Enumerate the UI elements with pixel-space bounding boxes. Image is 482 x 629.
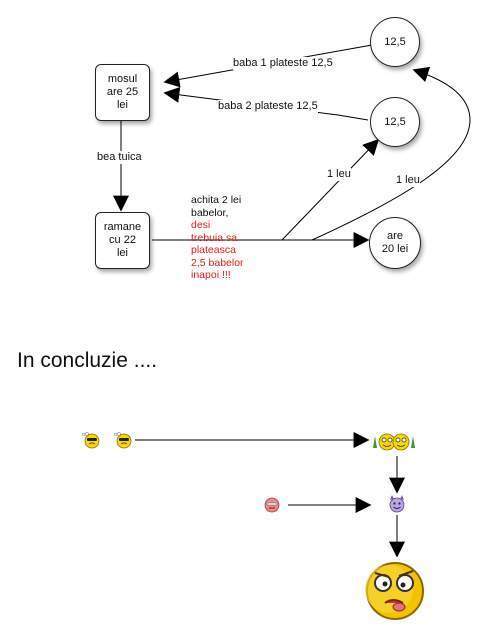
svg-text:oO: oO bbox=[114, 432, 121, 438]
sleeping-face-icon: oO bbox=[82, 432, 100, 449]
box-ramane-line2: cu 22 bbox=[109, 234, 136, 246]
label-bea-tuica: bea tuica bbox=[97, 151, 142, 164]
box-ramane-line3: lei bbox=[116, 247, 128, 259]
label-baba1: baba 1 plateste 12,5 bbox=[233, 57, 333, 70]
box-ramane: ramane cu 22 lei bbox=[95, 212, 150, 269]
note-red-line3: plateasca bbox=[191, 244, 236, 256]
box-mosul-line1: mosul bbox=[107, 73, 138, 85]
circle-are-line2: 20 lei bbox=[381, 243, 409, 255]
circle-top: 12,5 bbox=[370, 17, 420, 67]
edge-leu-2 bbox=[311, 66, 471, 241]
drunk-faces-icon bbox=[373, 433, 415, 451]
circle-are-line1: are bbox=[387, 230, 403, 242]
big-dizzy-face-icon bbox=[359, 557, 431, 623]
note-red-line4: 2,5 babelor bbox=[191, 256, 244, 269]
circle-middle: 12,5 bbox=[370, 97, 420, 147]
note-red-line2: trebuia sa bbox=[191, 231, 238, 244]
box-mosul-line3: lei bbox=[116, 99, 128, 111]
label-leu2: 1 leu bbox=[396, 174, 420, 187]
box-mosul: mosul are 25 lei bbox=[95, 64, 150, 121]
label-baba2: baba 2 plateste 12,5 bbox=[218, 100, 318, 113]
box-mosul-line2: are 25 bbox=[106, 86, 139, 98]
note-black-line2: babelor, bbox=[191, 206, 229, 219]
circle-top-value: 12,5 bbox=[384, 35, 406, 48]
sleeping-face-icon-2: oO bbox=[114, 432, 132, 449]
note-red-line1: desi bbox=[191, 219, 211, 231]
circle-middle-value: 12,5 bbox=[384, 115, 406, 128]
circle-are-20: are 20 lei bbox=[369, 217, 421, 269]
note-achita: achita 2 lei babelor, desi trebuia sa pl… bbox=[191, 194, 244, 282]
svg-text:oO: oO bbox=[82, 432, 89, 438]
note-black-line1: achita 2 lei bbox=[191, 194, 242, 206]
conclusion-title: In concluzie .... bbox=[17, 349, 158, 372]
label-leu1: 1 leu bbox=[327, 168, 351, 181]
pink-face-icon bbox=[264, 497, 280, 513]
note-red-line5: inapoi !!! bbox=[191, 269, 231, 281]
box-ramane-line1: ramane bbox=[103, 221, 142, 233]
devil-face-icon bbox=[389, 495, 405, 513]
edge-leu-1 bbox=[281, 138, 380, 241]
